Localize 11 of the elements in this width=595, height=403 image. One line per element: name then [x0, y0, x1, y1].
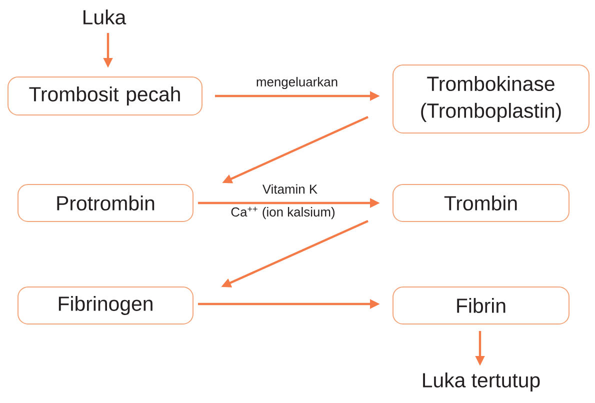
edge-label: Vitamin K: [262, 184, 318, 194]
process-box: Trombosit pecah: [8, 76, 202, 116]
plain-text: Luka: [84, 10, 126, 24]
condition-label: Ca$^{++}$ (ion kalsium): [231, 206, 334, 220]
process-box: Fibrinogen: [18, 286, 194, 324]
process-box: Trombokinase (Tromboplastin): [392, 64, 590, 134]
plain-text: Luka tertutup: [423, 372, 540, 392]
edge-label: mengeluarkan: [256, 76, 338, 90]
process-box: Trombin: [392, 184, 570, 222]
process-box: Fibrin: [392, 286, 570, 324]
process-box: Protrombin: [18, 184, 194, 222]
